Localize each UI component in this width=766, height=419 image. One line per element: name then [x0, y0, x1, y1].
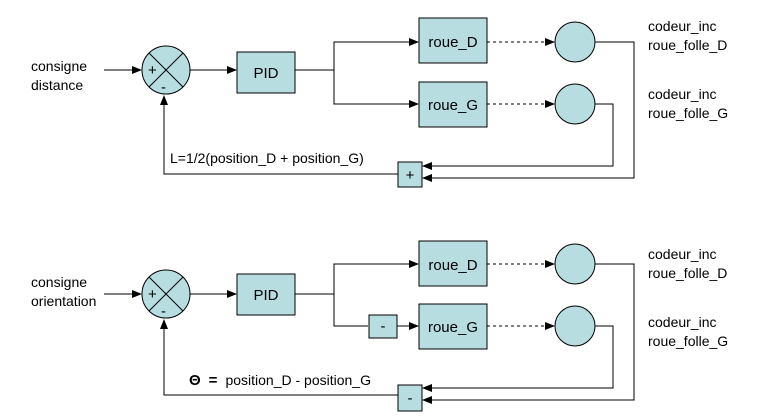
encoder-g-label-1: codeur_inc [648, 314, 717, 330]
orientation-loop: consigne orientation + - PID - roue_D ro… [31, 240, 728, 412]
encoder-d-circle [554, 243, 596, 285]
input-label-orientation-1: consigne [31, 274, 87, 290]
input-label-orientation-2: orientation [31, 293, 96, 309]
pid-to-roue-g-arrow [333, 70, 419, 108]
encoder-d-label-1: codeur_inc [648, 18, 717, 34]
encoder-g-label-2: roue_folle_G [648, 105, 728, 121]
roue-d-block [418, 17, 488, 64]
roue-g-block [418, 303, 488, 350]
encoder-g-circle [554, 305, 596, 347]
pid-to-roue-d-arrow [295, 260, 419, 295]
input-label-distance-2: distance [31, 77, 83, 93]
feedback-formula-orientation: Θ = position_D - position_G [189, 372, 371, 389]
roue-g-label: roue_G [428, 97, 478, 114]
inverter-label: - [381, 318, 386, 335]
feedback-to-sum-arrow [160, 319, 398, 396]
distance-loop: consigne distance + - PID roue_D roue_G … [31, 17, 728, 188]
feedback-equals: = [209, 372, 218, 389]
summing-junction: + - [141, 45, 191, 96]
encoder-d-label-2: roue_folle_D [648, 265, 727, 281]
input-label-distance-1: consigne [31, 58, 87, 74]
summing-cross-2 [148, 52, 184, 88]
encoder-g-label-2: roue_folle_G [648, 333, 728, 349]
pid-block [236, 51, 296, 94]
roue-g-label: roue_G [428, 319, 478, 336]
combiner-plus-label: + [406, 167, 415, 184]
summing-plus: + [148, 286, 157, 303]
encoder-d-label-2: roue_folle_D [648, 37, 727, 53]
encoder-d-feedback [422, 41, 635, 182]
encoder-d-label-1: codeur_inc [648, 246, 717, 262]
roue-g-block [418, 81, 488, 128]
summing-junction: + - [141, 269, 191, 320]
encoder-d-circle [554, 21, 596, 63]
encoder-g-feedback [422, 103, 614, 170]
summing-cross-2 [148, 276, 184, 312]
feedback-formula-text: position_D - position_G [225, 372, 371, 388]
encoder-g-feedback [422, 325, 614, 392]
combiner-minus-block [397, 384, 423, 412]
encoder-g-label-1: codeur_inc [648, 86, 717, 102]
summing-plus: + [148, 62, 157, 79]
encoder-g-circle [554, 83, 596, 125]
feedback-formula-distance: L=1/2(position_D + position_G) [170, 150, 364, 166]
pid-label: PID [253, 287, 278, 304]
pid-to-roue-d-arrow [295, 38, 419, 71]
pid-block [236, 273, 296, 316]
feedback-to-sum-arrow [160, 95, 398, 175]
encoder-d-feedback [422, 263, 635, 404]
summing-minus: - [161, 79, 166, 96]
summing-minus: - [161, 303, 166, 320]
roue-d-label: roue_D [428, 257, 477, 274]
theta-symbol: Θ [189, 372, 201, 389]
roue-d-label: roue_D [428, 34, 477, 51]
combiner-plus-block [397, 161, 423, 188]
pid-label: PID [253, 65, 278, 82]
combiner-minus-label: - [408, 390, 413, 407]
pid-to-inverter-line [333, 294, 368, 327]
